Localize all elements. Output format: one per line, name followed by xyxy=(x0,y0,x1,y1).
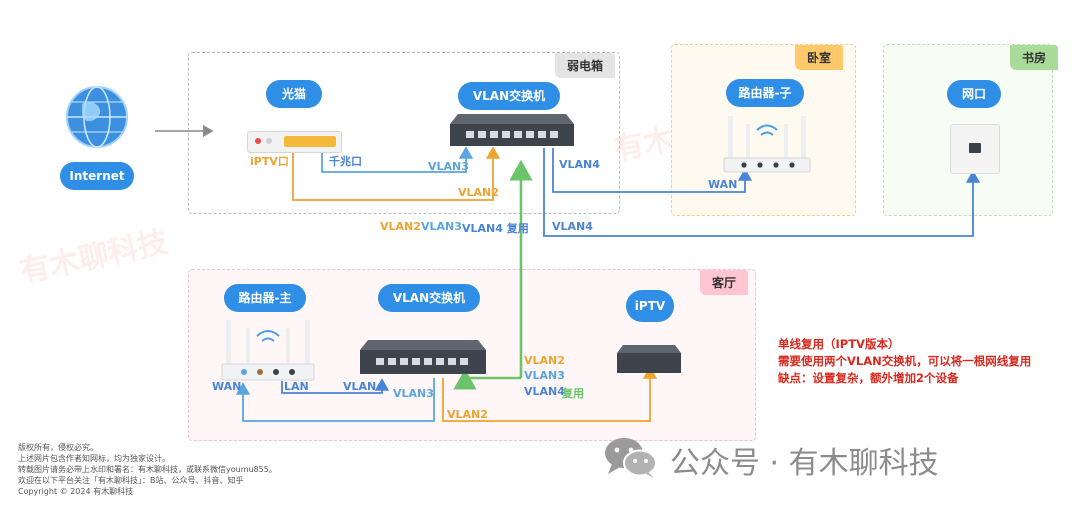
link-trunk-bottom xyxy=(453,368,521,390)
zone-weak-box xyxy=(188,52,620,214)
trunk-label-vlan4: VLAN4 复用 xyxy=(462,222,529,235)
zone-bedroom xyxy=(671,44,856,216)
link-vlan2-iptv xyxy=(442,366,658,422)
switch-top-device xyxy=(450,114,574,148)
router-main-label: 路由器-主 xyxy=(224,284,306,312)
modem-led-icon xyxy=(266,138,272,144)
wechat-account-label: 公众号 · 有木聊科技 xyxy=(670,446,939,481)
link-label-vlan2-top: VLAN2 xyxy=(458,186,499,199)
router-main-wan-label: WAN xyxy=(212,380,242,393)
globe-icon xyxy=(66,86,128,148)
wall-port-label: 网口 xyxy=(947,80,1001,108)
ethernet-port-icon xyxy=(969,143,981,153)
footer-line: 上述网片包含作者知网标，均为独家设计。 xyxy=(18,454,170,463)
link-label-vlan4-bottom: VLAN4 xyxy=(343,380,384,393)
internet-label: Internet xyxy=(60,162,134,190)
link-label-right-reuse: 复用 xyxy=(562,387,584,400)
switch-top-label: VLAN交换机 xyxy=(458,82,560,110)
modem-led-icon xyxy=(255,138,261,144)
footer-line: 转载图片请务必带上水印和署名：有木聊科技，或联系微信youmu855。 xyxy=(18,465,277,474)
link-label-right-vlan2: VLAN2 xyxy=(524,354,565,367)
zone-label-weak-box: 弱电箱 xyxy=(555,53,616,78)
link-vlan3-modem-switch xyxy=(321,146,474,173)
summary-line-2: 缺点：设置复杂，额外增加2个设备 xyxy=(778,371,959,385)
switch-bottom-label: VLAN交换机 xyxy=(378,284,480,312)
wechat-icon xyxy=(605,438,657,478)
link-label-vlan3-top: VLAN3 xyxy=(428,160,469,173)
modem-iptv-port-label: iPTV口 xyxy=(250,155,289,168)
link-vlan3-router-wan xyxy=(235,378,435,422)
trunk-label-vlan2: VLAN2 xyxy=(380,220,421,233)
footer-line: 版权所有，侵权必究。 xyxy=(18,443,98,452)
link-label-right-vlan4: VLAN4 xyxy=(524,385,565,398)
trunk-label-vlan3: VLAN3 xyxy=(421,220,462,233)
link-label-right-vlan3: VLAN3 xyxy=(524,369,565,382)
modem-ports xyxy=(284,136,336,147)
modem-gigabit-port-label: 千兆口 xyxy=(329,155,362,168)
link-label-vlan4-study: VLAN4 xyxy=(552,220,593,233)
summary-line-1: 需要使用两个VLAN交换机，可以将一根网线复用 xyxy=(778,354,1032,368)
zone-label-living-room: 客厅 xyxy=(700,270,749,295)
switch-bottom-device xyxy=(360,340,486,376)
iptv-label: iPTV xyxy=(626,290,674,322)
zone-label-study: 书房 xyxy=(1010,45,1059,70)
router-main-device xyxy=(221,320,315,381)
router-main-lan-label: LAN xyxy=(284,380,309,393)
footer-line: Copyright © 2024 有木聊科技 xyxy=(18,487,134,496)
link-vlan4-study xyxy=(543,148,981,237)
router-sub-label: 路由器-子 xyxy=(726,79,804,107)
modem-label: 光猫 xyxy=(266,80,322,108)
link-label-vlan3-bottom: VLAN3 xyxy=(393,387,434,400)
link-label-vlan2-bottom: VLAN2 xyxy=(447,408,488,421)
footer-line: 欢迎在以下平台关注「有木聊科技」：B站、公众号、抖音、知乎 xyxy=(18,476,244,485)
link-vlan2-modem-switch xyxy=(292,146,501,201)
wall-port-device xyxy=(950,124,1000,174)
link-vlan4-bedroom xyxy=(552,148,753,193)
link-vlan4-router-main xyxy=(281,378,390,394)
iptv-box-device xyxy=(617,345,681,375)
router-sub-device xyxy=(723,116,811,173)
link-label-vlan4-bedroom: VLAN4 xyxy=(559,158,600,171)
router-sub-wan-label: WAN xyxy=(708,178,738,191)
modem-device xyxy=(247,131,342,153)
summary-title: 单线复用（IPTV版本） xyxy=(778,337,900,351)
zone-label-bedroom: 卧室 xyxy=(795,45,844,70)
